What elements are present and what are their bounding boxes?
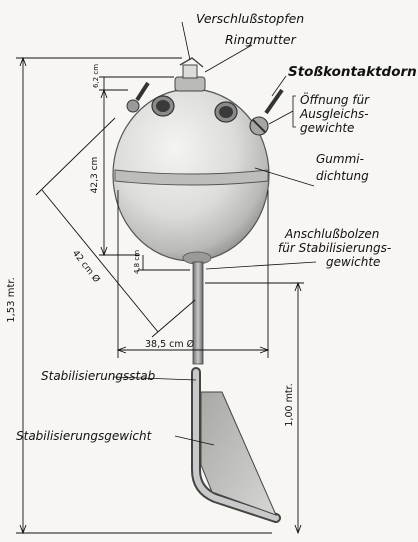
label-contact-horn: Stoßkontaktdorn bbox=[288, 64, 417, 80]
gasket-band bbox=[114, 169, 269, 186]
label-closure-plug: Verschlußstopfen bbox=[196, 11, 304, 26]
label-rod: Stabilisierungsstab bbox=[41, 369, 156, 383]
contact-horn-left bbox=[126, 81, 175, 117]
stabilizing-weight bbox=[200, 391, 277, 516]
closure-plug bbox=[174, 57, 206, 92]
leader-lines bbox=[112, 21, 317, 446]
label-gasket-1: Gummi- bbox=[316, 152, 364, 166]
label-bolt-3: gewichte bbox=[326, 255, 380, 269]
label-ring-nut: Ringmutter bbox=[225, 32, 297, 47]
dimension-lines bbox=[16, 56, 304, 535]
dim-total-height: 1,53 mtr. bbox=[6, 277, 17, 322]
label-bolt-1: Anschlußbolzen bbox=[284, 227, 379, 241]
label-bolt-2: für Stabilisierungs- bbox=[278, 241, 391, 255]
dim-top-cap: 6,2 cm bbox=[92, 64, 100, 88]
dim-bottom-gap: 4,8 cm bbox=[133, 250, 141, 274]
label-opening-2: Ausgleichs- bbox=[299, 107, 369, 121]
mine-sphere bbox=[112, 88, 270, 265]
dim-width: 38,5 cm Ø bbox=[145, 339, 194, 350]
label-weight: Stabilisierungsgewicht bbox=[16, 429, 153, 443]
stabilizing-rod bbox=[191, 261, 281, 523]
contact-horn-right bbox=[214, 88, 284, 136]
label-opening-1: Öffnung für bbox=[300, 91, 370, 107]
label-opening-3: gewichte bbox=[300, 121, 354, 135]
dim-rod-length: 1,00 mtr. bbox=[284, 383, 295, 426]
label-gasket-2: dichtung bbox=[316, 169, 369, 183]
dim-diagonal: 42 cm Ø bbox=[70, 248, 102, 285]
dim-sphere-height: 42,3 cm bbox=[90, 157, 100, 194]
